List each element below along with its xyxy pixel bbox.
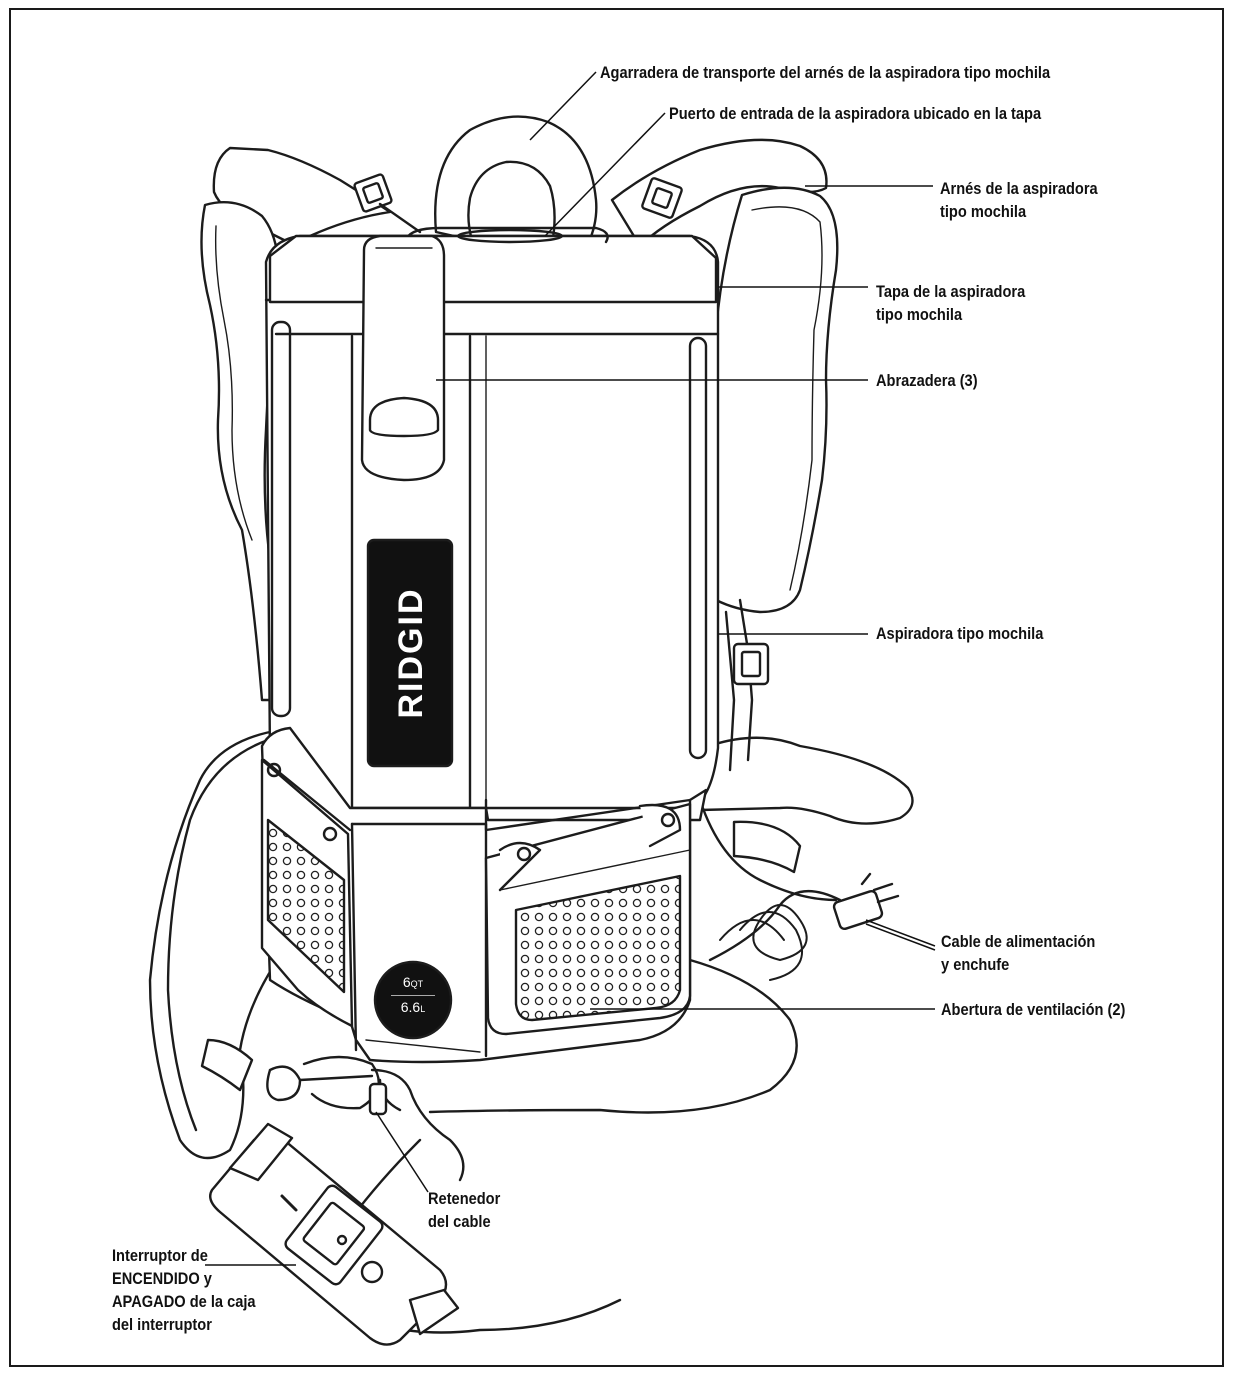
label-switch: Interruptor de ENCENDIDO y APAGADO de la…: [112, 1244, 256, 1336]
side-vent: [260, 758, 354, 1028]
leader-cord-1: [865, 919, 936, 947]
label-cord-plug: Cable de alimentación y enchufe: [941, 930, 1095, 976]
label-switch-line3: APAGADO de la caja: [112, 1292, 256, 1311]
capacity-l: 6.6: [400, 999, 421, 1015]
carry-handle: [434, 115, 598, 246]
capacity-badge-text: 6QT 6.6L: [375, 974, 451, 1017]
tank-lid: [268, 226, 718, 304]
label-clamp: Abrazadera (3): [876, 371, 978, 390]
label-lid-line1: Tapa de la aspiradora: [876, 282, 1026, 301]
power-plug: [832, 872, 900, 931]
label-cord-line2: y enchufe: [941, 955, 1010, 974]
power-cord: [148, 728, 852, 1334]
label-cord-line1: Cable de alimentación: [941, 932, 1096, 951]
tank-body: [264, 234, 720, 822]
capacity-l-unit: L: [420, 1004, 426, 1014]
front-vent: [484, 802, 692, 1036]
leader-inlet-port: [544, 112, 666, 237]
label-switch-line2: ENCENDIDO y: [112, 1269, 212, 1288]
capacity-qt: 6: [402, 974, 411, 990]
capacity-badge: [373, 960, 453, 1040]
leader-retainer: [375, 1111, 429, 1193]
label-harness-line1: Arnés de la aspiradora: [940, 179, 1098, 198]
label-inlet-port: Puerto de entrada de la aspiradora ubica…: [669, 104, 1042, 123]
label-carry-handle: Agarradera de transporte del arnés de la…: [600, 63, 1051, 82]
capacity-qt-unit: QT: [410, 979, 424, 989]
label-lid: Tapa de la aspiradora tipo mochila: [876, 280, 1025, 326]
ridgid-logo-text: RIDGID: [392, 587, 430, 719]
label-switch-line1: Interruptor de: [112, 1246, 208, 1265]
label-vent: Abertura de ventilación (2): [941, 1000, 1126, 1019]
label-switch-line4: del interruptor: [112, 1315, 212, 1334]
label-cord-retainer: Retenedor del cable: [428, 1187, 500, 1233]
ridgid-logo-plate: [366, 538, 454, 768]
label-retainer-line2: del cable: [428, 1212, 491, 1231]
cord-retainer: [200, 1038, 465, 1182]
switch-box: [209, 1122, 460, 1346]
left-shoulder-strap: [200, 146, 422, 702]
leader-carry-handle: [529, 71, 597, 141]
label-harness-line2: tipo mochila: [940, 202, 1027, 221]
label-harness: Arnés de la aspiradora tipo mochila: [940, 177, 1098, 223]
waist-belt: [698, 598, 914, 902]
right-shoulder-strap: [610, 138, 839, 614]
leader-cord-2: [865, 923, 936, 951]
clamp: [360, 234, 446, 482]
label-retainer-line1: Retenedor: [428, 1189, 501, 1208]
label-lid-line2: tipo mochila: [876, 305, 963, 324]
leader-lines: [205, 71, 936, 1266]
label-backpack-vac: Aspiradora tipo mochila: [876, 624, 1044, 643]
